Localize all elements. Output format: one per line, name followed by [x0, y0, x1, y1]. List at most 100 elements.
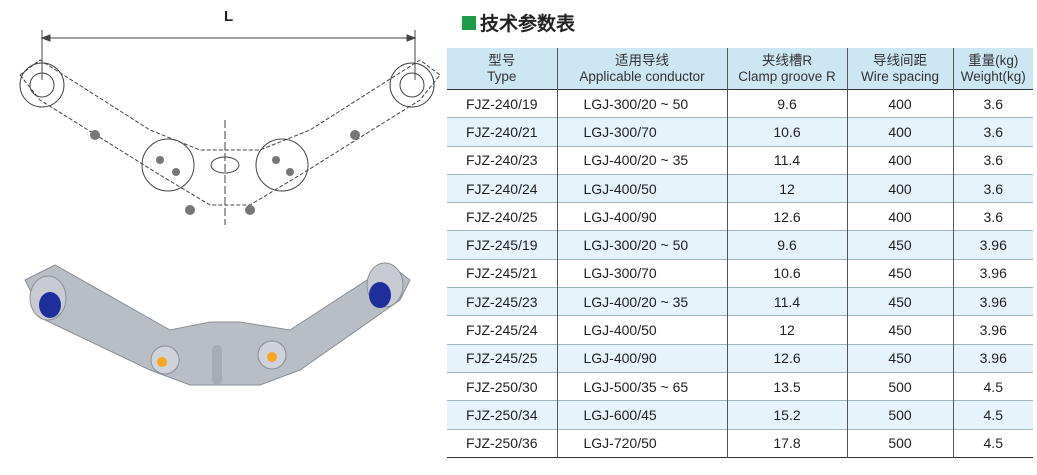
table-cell: LGJ-500/35 ~ 65 [556, 372, 727, 401]
table-cell: LGJ-300/70 [556, 259, 727, 288]
table-cell: 500 [846, 429, 953, 458]
table-cell: 12.6 [726, 344, 847, 373]
column-header-en: Type [487, 68, 517, 84]
table-cell: FJZ-245/25 [447, 344, 557, 373]
table-cell: FJZ-250/30 [465, 378, 538, 395]
table-cell: FJZ-240/24 [447, 174, 557, 203]
table-cell: 3.96 [952, 344, 1033, 373]
table-cell: 4.5 [952, 429, 1033, 458]
table-cell: 3.6 [952, 89, 1033, 118]
table-cell: FJZ-240/23 [465, 152, 538, 169]
table-cell: LGJ-720/50 [556, 429, 727, 458]
table-cell: LGJ-600/45 [556, 400, 727, 430]
table-cell: LGJ-300/70 [556, 117, 727, 147]
table-cell: 11.4 [726, 146, 847, 175]
table-cell: 450 [846, 344, 953, 373]
table-cell: LGJ-300/20 ~ 50 [556, 89, 727, 118]
table-cell: FJZ-240/21 [447, 117, 557, 147]
column-header-cn: 型号 [488, 52, 516, 68]
table-cell: 13.5 [726, 372, 847, 401]
table-cell: 450 [846, 230, 953, 260]
column-header: 重量(kg)Weight(kg) [952, 48, 1033, 90]
column-header-cn: 重量(kg) [968, 52, 1019, 68]
table-cell: 3.96 [952, 315, 1033, 345]
table-cell: LGJ-300/20 ~ 50 [556, 230, 727, 260]
table-cell: 400 [846, 146, 953, 175]
table-cell: LGJ-400/50 [556, 315, 727, 345]
table-cell: LGJ-400/90 [556, 344, 727, 373]
table-cell: LGJ-400/20 ~ 35 [556, 146, 727, 175]
table-cell: 9.6 [726, 89, 847, 118]
table-cell: 12 [726, 315, 847, 345]
table-cell: 4.5 [952, 372, 1033, 401]
dimension-label: L [224, 8, 234, 25]
section-title: 技术参数表 [462, 9, 575, 36]
table-cell: 4.5 [952, 400, 1033, 430]
table-cell: FJZ-240/25 [465, 208, 538, 225]
table-cell: FJZ-245/19 [447, 230, 557, 260]
table-cell: 400 [846, 174, 953, 203]
table-cell: 12.6 [726, 202, 847, 231]
table-cell: 10.6 [726, 117, 847, 147]
table-cell: 450 [846, 287, 953, 316]
table-cell: 3.6 [952, 117, 1033, 147]
table-cell: 450 [846, 259, 953, 288]
table-cell: 3.96 [952, 259, 1033, 288]
column-header-en: Applicable conductor [579, 68, 705, 84]
table-cell: 500 [846, 400, 953, 430]
table-cell: 400 [846, 202, 953, 231]
table-cell: 15.2 [726, 400, 847, 430]
table-cell: 3.6 [952, 146, 1033, 175]
table-cell: 3.96 [952, 287, 1033, 316]
table-cell: 10.6 [726, 259, 847, 288]
table-cell: 400 [846, 89, 953, 118]
table-cell: FJZ-250/36 [465, 435, 538, 452]
table-cell: 3.6 [952, 174, 1033, 203]
column-header-en: Wire spacing [860, 68, 940, 84]
column-header-cn: 夹线槽R [761, 52, 813, 68]
column-header-cn: 适用导线 [615, 52, 669, 68]
column-header-cn: 导线间距 [873, 52, 927, 68]
title-marker-icon [462, 15, 476, 30]
column-header-en: Weight(kg) [960, 68, 1026, 84]
table-cell: 12 [726, 174, 847, 203]
table-cell: LGJ-400/50 [556, 174, 727, 203]
table-cell: 17.8 [726, 429, 847, 458]
section-title-text: 技术参数表 [480, 13, 576, 35]
table-cell: FJZ-245/21 [465, 265, 538, 282]
column-header-en: Clamp groove R [738, 68, 836, 84]
table-cell: 9.6 [726, 230, 847, 260]
table-cell: 450 [846, 315, 953, 345]
table-cell: FJZ-250/34 [447, 400, 557, 430]
table-cell: LGJ-400/90 [556, 202, 727, 231]
table-cell: 11.4 [726, 287, 847, 316]
table-cell: FJZ-245/24 [465, 322, 538, 339]
table-cell: 400 [846, 117, 953, 147]
table-cell: 3.96 [952, 230, 1033, 260]
table-cell: FJZ-240/19 [465, 95, 538, 112]
spacer-technical-drawing [19, 30, 440, 386]
table-cell: 3.6 [952, 202, 1033, 231]
table-cell: 500 [846, 372, 953, 401]
table-cell: LGJ-400/20 ~ 35 [556, 287, 727, 316]
table-cell: FJZ-245/23 [447, 287, 557, 316]
